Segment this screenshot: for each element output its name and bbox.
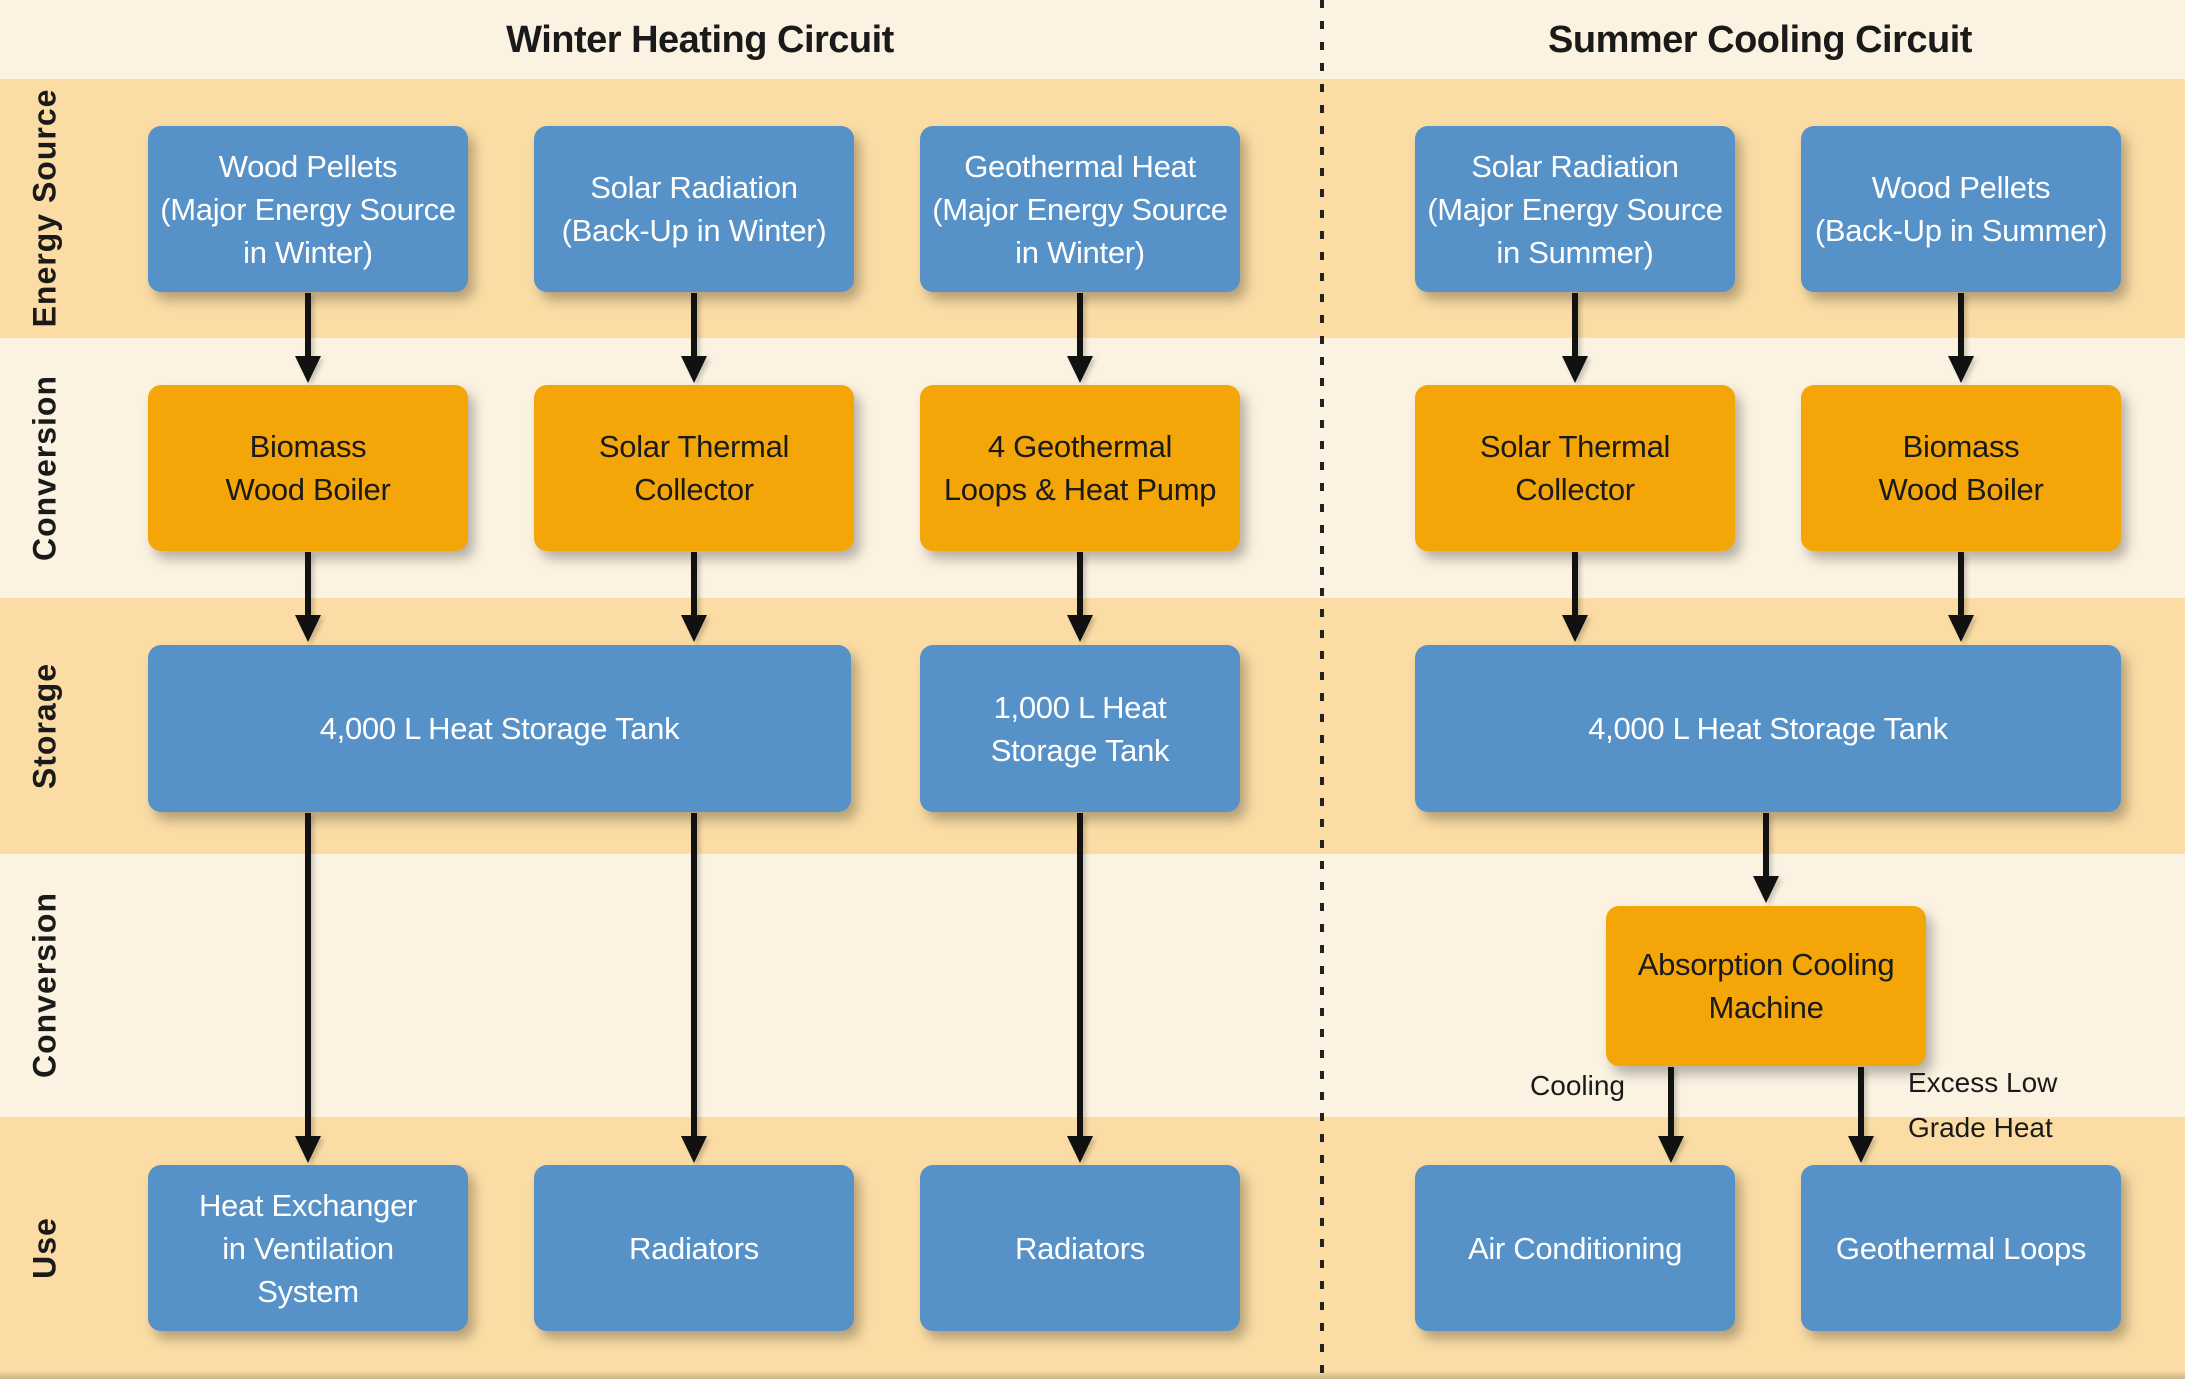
wood-pellets-summer-label: Wood Pellets (Back-Up in Summer) xyxy=(1814,170,2108,248)
bottom-edge-shadow xyxy=(0,1371,2185,1379)
geothermal-loops-heat-pump-box: 4 Geothermal Loops & Heat Pump xyxy=(920,385,1240,551)
flow-arrow xyxy=(681,813,707,1163)
heat-exchanger-ventilation-label: Heat Exchanger in Ventilation System xyxy=(198,1187,418,1309)
summer-circuit-title: Summer Cooling Circuit xyxy=(1548,18,1972,61)
geothermal-heat-winter-box: Geothermal Heat (Major Energy Source in … xyxy=(920,126,1240,292)
flow-arrow xyxy=(1562,552,1588,642)
small-heat-storage-tank-box: 1,000 L Heat Storage Tank xyxy=(920,645,1240,812)
flow-arrow xyxy=(1562,293,1588,383)
row-label-conversion-top: Conversion xyxy=(26,374,63,562)
radiators-box-1: Radiators xyxy=(534,1165,854,1331)
winter-circuit-title: Winter Heating Circuit xyxy=(506,18,894,61)
flow-arrow xyxy=(295,293,321,383)
flow-arrow xyxy=(295,813,321,1163)
air-conditioning-box: Air Conditioning xyxy=(1415,1165,1735,1331)
geothermal-loops-heat-pump-label: 4 Geothermal Loops & Heat Pump xyxy=(943,429,1217,507)
flow-arrow xyxy=(1067,293,1093,383)
flow-arrow xyxy=(1067,813,1093,1163)
solar-thermal-collector-summer-label: Solar Thermal Collector xyxy=(1479,429,1671,507)
geothermal-loops-use-box: Geothermal Loops xyxy=(1801,1165,2121,1331)
small-heat-storage-tank-label: 1,000 L Heat Storage Tank xyxy=(990,689,1170,768)
solar-thermal-collector-winter-box: Solar Thermal Collector xyxy=(534,385,854,551)
flow-arrow xyxy=(1753,813,1779,903)
biomass-wood-boiler-summer-label: Biomass Wood Boiler xyxy=(1878,429,2044,507)
wood-pellets-winter-label: Wood Pellets (Major Energy Source in Win… xyxy=(160,148,456,270)
flow-arrow xyxy=(1067,552,1093,642)
winter-heat-storage-tank-label: 4,000 L Heat Storage Tank xyxy=(319,711,680,746)
row-label-use: Use xyxy=(26,1217,63,1279)
flow-arrow xyxy=(681,552,707,642)
flow-arrow xyxy=(1948,552,1974,642)
flow-arrow-cooling xyxy=(1658,1067,1684,1163)
solar-radiation-summer-label: Solar Radiation (Major Energy Source in … xyxy=(1427,148,1723,270)
row-label-energy-source: Energy Source xyxy=(26,88,63,328)
wood-pellets-summer-box: Wood Pellets (Back-Up in Summer) xyxy=(1801,126,2121,292)
row-label-conversion-bottom: Conversion xyxy=(26,891,63,1079)
biomass-wood-boiler-summer-box: Biomass Wood Boiler xyxy=(1801,385,2121,551)
row-label-storage: Storage xyxy=(26,662,63,790)
solar-radiation-summer-box: Solar Radiation (Major Energy Source in … xyxy=(1415,126,1735,292)
cooling-flow-label: Cooling xyxy=(1530,1070,1625,1101)
solar-thermal-collector-summer-box: Solar Thermal Collector xyxy=(1415,385,1735,551)
absorption-cooling-machine-box: Absorption Cooling Machine xyxy=(1606,906,1926,1066)
radiators-label-2: Radiators xyxy=(1015,1230,1145,1266)
solar-radiation-winter-label: Solar Radiation (Back-Up in Winter) xyxy=(561,170,827,248)
solar-thermal-collector-winter-label: Solar Thermal Collector xyxy=(598,429,790,507)
radiators-label-1: Radiators xyxy=(629,1230,759,1266)
flow-arrow xyxy=(681,293,707,383)
flow-arrow-excess-heat xyxy=(1848,1067,1874,1163)
absorption-cooling-machine-label: Absorption Cooling Machine xyxy=(1637,947,1895,1025)
summer-heat-storage-tank-box: 4,000 L Heat Storage Tank xyxy=(1415,645,2121,812)
biomass-wood-boiler-winter-box: Biomass Wood Boiler xyxy=(148,385,468,551)
geothermal-loops-use-label: Geothermal Loops xyxy=(1835,1230,2087,1266)
air-conditioning-label: Air Conditioning xyxy=(1467,1230,1683,1266)
winter-heat-storage-tank-box: 4,000 L Heat Storage Tank xyxy=(148,645,851,812)
solar-radiation-winter-box: Solar Radiation (Back-Up in Winter) xyxy=(534,126,854,292)
season-divider-dashed-line xyxy=(1320,0,1324,1379)
flow-arrow xyxy=(1948,293,1974,383)
geothermal-heat-winter-label: Geothermal Heat (Major Energy Source in … xyxy=(932,148,1228,270)
wood-pellets-winter-box: Wood Pellets (Major Energy Source in Win… xyxy=(148,126,468,292)
summer-heat-storage-tank-label: 4,000 L Heat Storage Tank xyxy=(1588,711,1948,746)
heat-exchanger-ventilation-box: Heat Exchanger in Ventilation System xyxy=(148,1165,468,1331)
biomass-wood-boiler-winter-label: Biomass Wood Boiler xyxy=(225,429,391,507)
excess-low-grade-heat-flow-label: Excess Low Grade Heat xyxy=(1908,1067,2058,1143)
radiators-box-2: Radiators xyxy=(920,1165,1240,1331)
flow-arrow xyxy=(295,552,321,642)
